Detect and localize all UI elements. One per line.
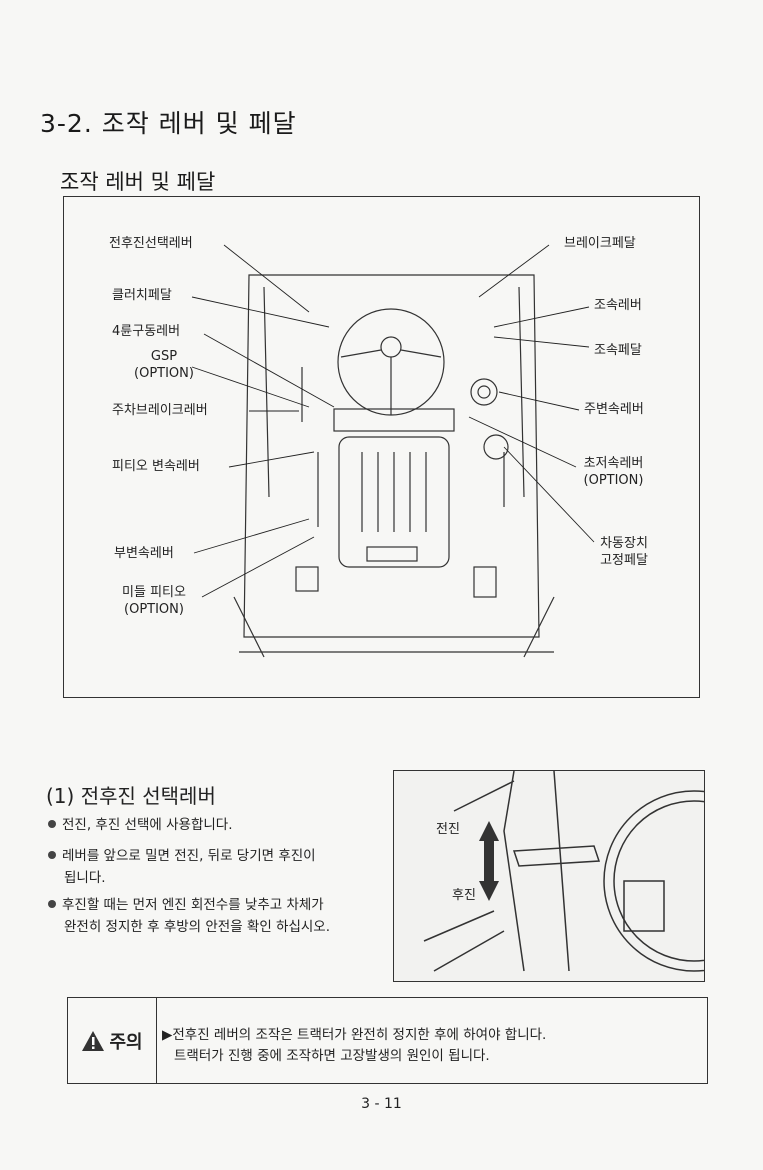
label-4wd-lever: 4륜구동레버 xyxy=(112,324,181,339)
bullet-text: 레버를 앞으로 밀면 전진, 뒤로 당기면 후진이 xyxy=(62,848,316,864)
label-gsp-option: (OPTION) xyxy=(134,366,194,381)
label-creeper-option: (OPTION) xyxy=(583,473,644,488)
caution-header: 주의 xyxy=(68,998,157,1083)
label-clutch-pedal: 클러치페달 xyxy=(112,288,172,303)
bullet-icon xyxy=(48,820,56,828)
lever-photo-drawing xyxy=(423,771,704,972)
label-main-shift-lever: 주변속레버 xyxy=(584,402,644,417)
label-throttle-pedal: 조속페달 xyxy=(594,343,642,358)
label-forward: 전진 xyxy=(436,822,460,837)
caution-box: 주의 ▶전후진 레버의 조작은 트랙터가 완전히 정지한 후에 하여야 합니다.… xyxy=(67,997,708,1084)
section-title: 3-2. 조작 레버 및 페달 xyxy=(40,109,297,138)
label-throttle-lever: 조속레버 xyxy=(594,298,642,313)
caution-line: ▶전후진 레버의 조작은 트랙터가 완전히 정지한 후에 하여야 합니다. xyxy=(162,1027,547,1043)
caution-line: 트랙터가 진행 중에 조작하면 고장발생의 원인이 됩니다. xyxy=(174,1048,490,1064)
label-gsp: GSP xyxy=(150,349,178,364)
bullet-text: 후진할 때는 먼저 엔진 회전수를 낮추고 차체가 xyxy=(62,897,324,913)
label-forward-reverse-lever: 전후진선택레버 xyxy=(109,236,193,251)
bullet-text: 완전히 정지한 후 후방의 안전을 확인 하십시오. xyxy=(64,919,331,935)
caution-label: 주의 xyxy=(109,1031,143,1053)
tractor-top-view-drawing xyxy=(191,244,595,658)
bullet-icon xyxy=(48,900,56,908)
label-pto-shift-lever: 피티오 변속레버 xyxy=(112,459,200,474)
warning-icon xyxy=(82,1030,105,1051)
label-reverse: 후진 xyxy=(452,888,476,903)
bullet-text: 전진, 후진 선택에 사용합니다. xyxy=(62,817,233,833)
controls-diagram: 전후진선택레버 클러치페달 4륜구동레버 GSP (OPTION) 주차브레이크… xyxy=(63,196,700,698)
subsection-title: (1) 전후진 선택레버 xyxy=(46,784,216,808)
label-brake-pedal: 브레이크페달 xyxy=(564,236,636,251)
label-creeper-lever: 초저속레버 xyxy=(583,456,644,471)
bullet-1: 전진, 후진 선택에 사용합니다. xyxy=(48,814,233,836)
caution-text: ▶전후진 레버의 조작은 트랙터가 완전히 정지한 후에 하여야 합니다. 트랙… xyxy=(162,1025,546,1067)
bullet-text: 됩니다. xyxy=(64,870,106,886)
bullet-icon xyxy=(48,851,56,859)
label-sub-shift-lever: 부변속레버 xyxy=(114,546,174,561)
forward-reverse-arrow-icon xyxy=(479,821,499,901)
figure-title: 조작 레버 및 페달 xyxy=(60,170,216,194)
label-middle-pto-option: (OPTION) xyxy=(124,602,184,617)
page-number: 3 - 11 xyxy=(361,1096,402,1112)
label-middle-pto: 미들 피티오 xyxy=(122,585,186,600)
lever-photo: 전진 후진 xyxy=(393,770,705,982)
label-diff-lock: 차동장치 xyxy=(600,536,648,551)
label-diff-lock-pedal: 고정페달 xyxy=(600,553,648,568)
label-parking-brake-lever: 주차브레이크레버 xyxy=(112,403,208,418)
